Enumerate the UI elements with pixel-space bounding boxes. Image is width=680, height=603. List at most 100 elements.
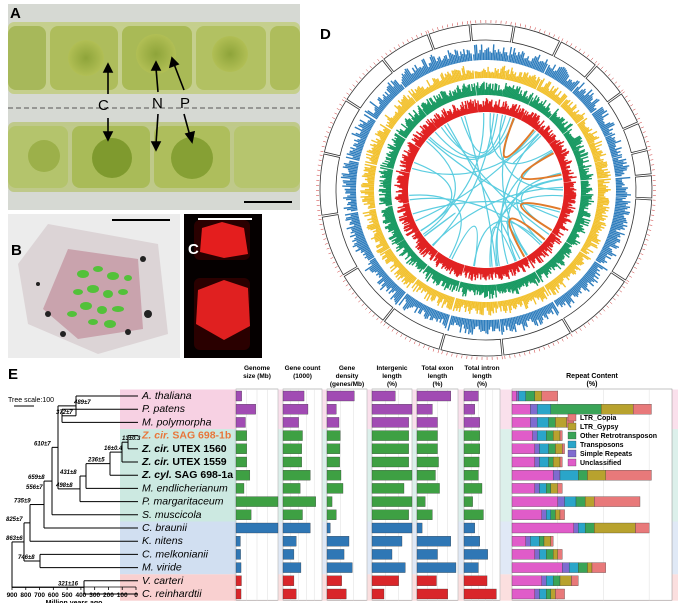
metric-bar [326,549,345,560]
node-age-label: 825±7 [6,517,23,523]
repeat-bar-segment [550,404,602,415]
panel-letter-b: B [11,242,22,259]
repeat-bar-segment [539,536,545,547]
chloroplast-illustration [8,214,180,358]
panel-d-circos: Chr12Chr13Chr14Chr15Chr16Chr17Chr18Chr19… [306,12,670,362]
panel-letter-a: A [10,5,21,22]
repeat-bar-segment [546,483,552,494]
species-label: P. margaritaceum [142,496,224,508]
chr-ideogram-6 [343,267,394,321]
legend-swatch [567,422,577,431]
repeat-bar-segment [541,509,547,520]
legend-label: LTR_Gypsy [580,424,618,431]
species-label: M. endlicherianum [142,482,228,494]
metric-title: Total exon [421,365,453,372]
repeat-bar-segment [525,536,531,547]
metric-bar [416,470,436,481]
metric-bar [282,404,309,415]
metric-bar [326,536,350,547]
node-age-label: 863±6 [6,536,23,542]
metric-bar [326,443,341,454]
repeat-bar-segment [546,575,554,586]
metric-bar [416,522,423,534]
repeat-bar-segment [552,549,558,560]
metric-bar [416,430,438,441]
repeat-bar-segment [546,430,554,441]
metric-bar [282,509,303,520]
metric-bar [326,496,333,507]
repeat-bar-segment [548,456,554,468]
metric-title: Intergenic [376,365,407,372]
repeat-title: (%) [587,381,598,388]
metric-bar [463,456,480,468]
species-label: C. braunii [142,522,188,534]
metric-title: Genome [244,365,270,372]
axis-tick-label: 0 [134,592,138,599]
species-label: S. muscicola [142,509,202,521]
repeat-bar-segment [548,443,556,454]
metric-bar [416,575,437,586]
repeat-bar-segment [539,588,547,600]
metric-bar [416,562,457,573]
axis-tick-label: 100 [117,592,128,599]
repeat-bar-segment [516,390,520,402]
repeat-bar-segment [578,470,588,481]
repeat-bar-segment [555,443,563,454]
repeat-bar-segment [605,470,652,481]
repeat-bar-segment [541,390,558,402]
metric-bar [463,536,480,547]
repeat-bar-segment [578,562,588,573]
repeat-bar-segment [555,509,561,520]
chr-ideogram-15 [553,41,596,78]
metric-bar [416,536,451,547]
node-age-label: 659±8 [28,475,45,481]
chr-ideogram-10 [346,59,393,109]
repeat-bar-segment [584,522,595,534]
legend-swatch [567,440,577,449]
metric-bar [235,496,279,507]
chr-ideogram-17 [607,93,638,130]
metric-bar [282,456,302,468]
metric-title: length [472,373,492,380]
metric-bar [282,496,316,507]
repeat-bar-segment [543,536,552,547]
metric-bar [416,549,438,560]
repeat-bar-segment [594,522,636,534]
repeat-bar-segment [600,404,634,415]
repeat-bar-segment [530,536,540,547]
metric-bar [282,522,311,534]
repeat-bar-segment [550,536,554,547]
metric-bar [463,470,479,481]
metric-bar [326,390,355,402]
metric-bar [235,522,279,534]
repeat-bar-segment [534,588,540,600]
metric-bar [371,390,396,402]
metric-bar [235,483,245,494]
repeat-bar-segment [534,549,540,560]
node-age-label: 489±7 [73,400,91,406]
repeat-bar-segment [511,575,542,586]
metric-bar [235,470,251,481]
repeat-bar-segment [534,390,542,402]
metric-title: length [428,373,448,380]
metric-bar [235,588,242,600]
metric-bar [235,509,252,520]
species-label: Z. cir. UTEX 1560 [141,443,227,455]
panel-a-micrograph: C N P A [8,4,300,210]
repeat-bar-segment [552,430,561,441]
metric-title: (genes/Mb) [330,381,364,388]
chr-ideogram-4 [440,333,503,357]
repeat-bar-segment [552,456,561,468]
repeat-bar-segment [557,483,563,494]
panel-b-micrograph: B [8,214,180,358]
metric-bar [371,417,409,428]
panel-c-fluorescence: C [184,214,262,358]
circos-plot: Chr12Chr13Chr14Chr15Chr16Chr17Chr18Chr19… [315,19,656,360]
repeat-bar-segment [511,588,536,600]
arrow-label-c: C [98,97,109,114]
metric-bar [463,588,497,600]
metric-bar [463,562,479,573]
metric-title: Gene [339,365,356,372]
metric-bar [282,536,297,547]
metric-bar [371,404,413,415]
